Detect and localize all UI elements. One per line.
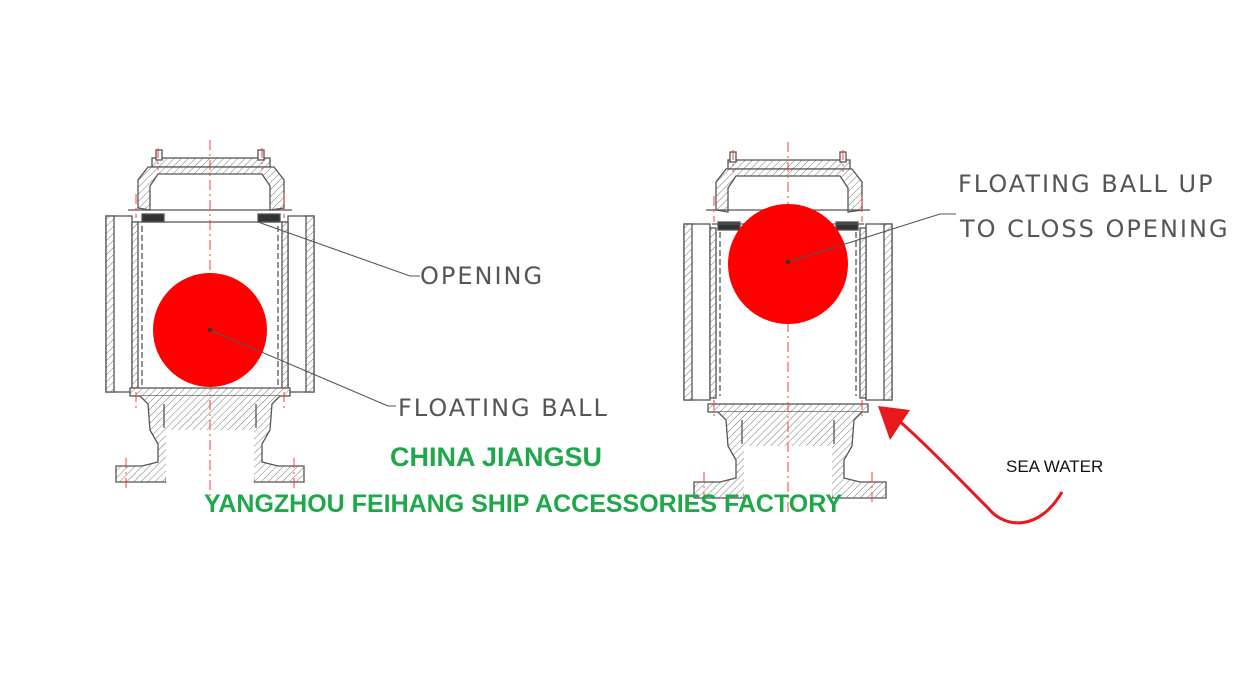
left-centerlines	[125, 140, 295, 496]
label-opening: OPENING	[420, 262, 544, 290]
right-seal-left	[717, 221, 741, 231]
label-floating-ball: FLOATING BALL	[398, 394, 609, 422]
left-top-cover	[151, 157, 271, 168]
label-to-closs-opening: TO CLOSS OPENING	[959, 215, 1230, 243]
leader-lines	[209, 213, 956, 407]
right-seal-right	[835, 221, 859, 231]
opening-leader	[257, 221, 420, 277]
label-sea-water: SEA WATER	[1006, 457, 1103, 476]
left-upper-body	[137, 166, 285, 211]
left-seal-right	[257, 213, 281, 223]
left-seal-left	[141, 213, 165, 223]
watermark-line-1: CHINA JIANGSU	[390, 442, 602, 472]
right-top-cover	[727, 159, 851, 170]
curved-red-arrow-icon	[878, 406, 910, 440]
label-floating-ball-up: FLOATING BALL UP	[958, 170, 1215, 198]
right-centerlines	[703, 142, 873, 512]
sea-water-arrow-shaft	[895, 416, 1064, 525]
floating-ball-up-leader	[787, 213, 956, 263]
floating-ball-leader	[209, 329, 396, 407]
watermark-line-2: YANGZHOU FEIHANG SHIP ACCESSORIES FACTOR…	[204, 490, 842, 518]
